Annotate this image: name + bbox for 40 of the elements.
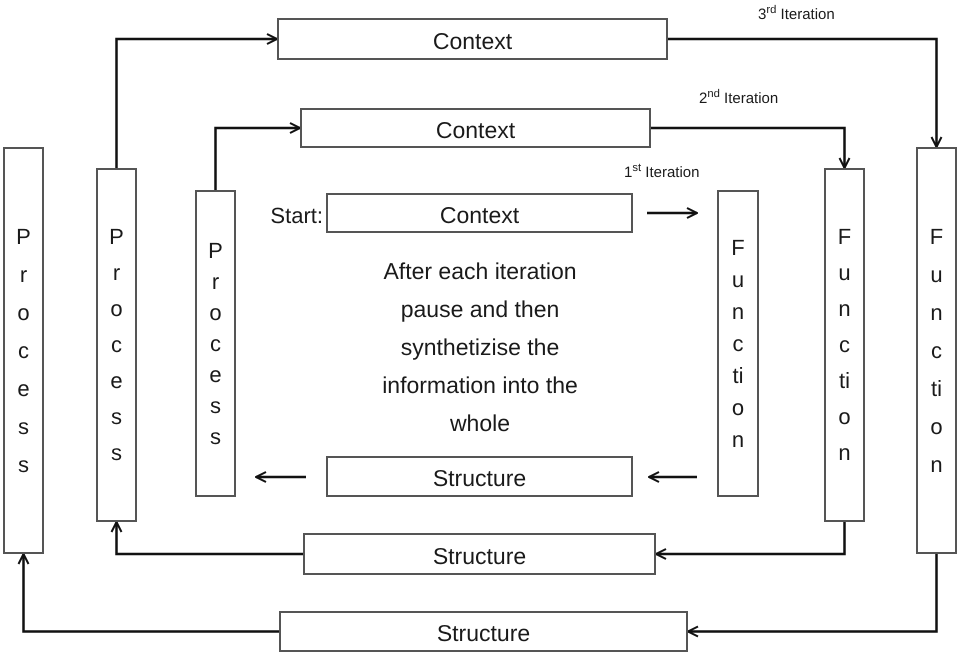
process-box: [326, 193, 633, 233]
arrow: [655, 522, 846, 560]
arrow: [687, 554, 938, 638]
vertical-box: [916, 147, 957, 554]
process-box: [277, 18, 668, 60]
vertical-box: [717, 190, 759, 497]
vertical-box: [824, 168, 865, 522]
box-label: Context: [436, 116, 516, 145]
box-label: Process: [109, 223, 124, 467]
arrow: [18, 553, 279, 633]
box-label: Structure: [432, 464, 526, 494]
box-label: Context: [440, 200, 520, 230]
box-label: Process: [16, 222, 31, 478]
process-box: [300, 108, 651, 148]
box-label: Function: [838, 223, 852, 467]
arrow: [110, 521, 303, 556]
box-label: Structure: [436, 619, 530, 648]
arrow: [214, 122, 301, 190]
box-label: Function: [731, 234, 745, 454]
note-text: After each iteration pause and then synthetizise the information into the whole: [381, 257, 579, 438]
box-label: Function: [930, 222, 944, 478]
arrow: [651, 126, 850, 169]
box-label: Context: [432, 26, 512, 56]
arrow: [255, 471, 306, 483]
vertical-box: [3, 147, 44, 554]
vertical-box: [96, 168, 137, 522]
process-box: [303, 533, 656, 575]
vertical-box: [195, 190, 236, 497]
edge-label: 2$^{nd}$ Iteration: [697, 91, 780, 106]
arrow: [647, 207, 698, 219]
process-box: [326, 456, 633, 497]
arrow: [648, 471, 697, 483]
process-box: [279, 611, 688, 652]
edge-label: 3$^{rd}$ Iteration: [756, 7, 837, 22]
box-label: Process: [208, 237, 223, 451]
arrow: [115, 33, 278, 168]
box-label: Structure: [432, 542, 526, 571]
edge-label: 1$^{st}$ Iteration: [622, 165, 702, 180]
arrow: [668, 38, 942, 148]
start-label: Start:: [270, 202, 323, 230]
